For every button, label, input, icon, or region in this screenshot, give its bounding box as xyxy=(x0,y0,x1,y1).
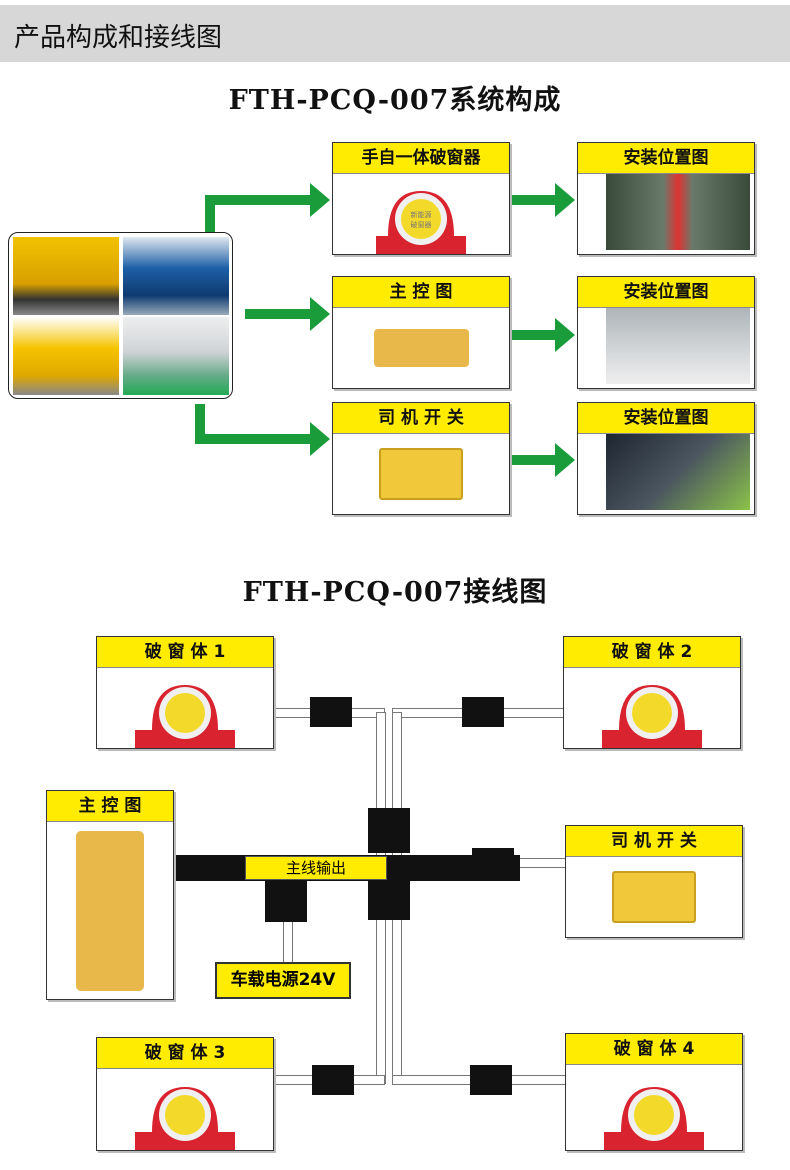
install-label: 安装位置图 xyxy=(578,277,754,308)
breaker-3: 破 窗 体 3 xyxy=(96,1037,274,1151)
breaker-component: 手自一体破窗器 新能源破窗器 xyxy=(332,142,510,255)
install-position-3: 安装位置图 xyxy=(577,402,755,515)
component-label: 司 机 开 关 xyxy=(333,403,509,434)
controller-device-icon xyxy=(373,329,469,367)
coach-image xyxy=(123,237,229,315)
breaker-device-icon xyxy=(602,685,702,748)
breaker-4: 破 窗 体 4 xyxy=(565,1033,743,1151)
system-title: FTH-PCQ-007系统构成 xyxy=(228,85,562,116)
connector xyxy=(462,697,504,727)
breaker-label: 破 窗 体 4 xyxy=(566,1034,742,1065)
vehicle-images xyxy=(8,232,233,399)
connector xyxy=(312,1065,354,1095)
breaker-device-icon xyxy=(604,1087,704,1150)
install-photo xyxy=(606,174,750,250)
power-label: 车载电源24V xyxy=(215,962,351,999)
main-output-label: 主线输出 xyxy=(245,856,387,880)
connector xyxy=(310,697,352,727)
connector xyxy=(472,848,514,880)
arrow-icon xyxy=(245,297,330,331)
arrow-icon xyxy=(205,183,330,232)
svg-text:新能源: 新能源 xyxy=(411,210,432,219)
bus-image xyxy=(13,237,119,315)
install-photo xyxy=(606,434,750,510)
component-label: 主 控 图 xyxy=(333,277,509,308)
component-label: 手自一体破窗器 xyxy=(333,143,509,174)
switch-label: 司 机 开 关 xyxy=(566,826,742,857)
wire xyxy=(283,920,293,967)
svg-text:破窗器: 破窗器 xyxy=(411,220,432,229)
controller: 主 控 图 xyxy=(46,790,174,1000)
arrow-icon xyxy=(510,443,575,477)
connector xyxy=(470,1065,512,1095)
controller-label: 主 控 图 xyxy=(47,791,173,822)
switch-device-icon xyxy=(379,448,463,500)
arrow-icon xyxy=(195,404,330,456)
install-position-1: 安装位置图 xyxy=(577,142,755,255)
breaker-device-icon xyxy=(135,685,235,748)
arrows xyxy=(195,183,575,477)
connector xyxy=(368,880,410,920)
driver-switch: 司 机 开 关 xyxy=(565,825,743,938)
breaker-device-icon xyxy=(135,1087,235,1150)
install-label: 安装位置图 xyxy=(578,403,754,434)
install-label: 安装位置图 xyxy=(578,143,754,174)
section-title: 产品构成和接线图 xyxy=(14,23,223,53)
section-header: 产品构成和接线图 xyxy=(0,5,790,62)
switch-device-icon xyxy=(612,871,696,923)
controller-device-icon xyxy=(76,830,144,991)
arrow-icon xyxy=(510,318,575,352)
arrow-icon xyxy=(510,183,575,217)
breaker-2: 破 窗 体 2 xyxy=(563,636,741,749)
wire xyxy=(515,858,567,868)
connector xyxy=(265,880,307,922)
train-image xyxy=(123,317,229,395)
install-position-2: 安装位置图 xyxy=(577,276,755,389)
breaker-label: 破 窗 体 3 xyxy=(97,1038,273,1069)
breaker-label: 破 窗 体 1 xyxy=(97,637,273,668)
connector xyxy=(368,808,410,853)
breaker-label: 破 窗 体 2 xyxy=(564,637,740,668)
breaker-1: 破 窗 体 1 xyxy=(96,636,274,749)
school-bus-image xyxy=(13,317,119,395)
install-photo xyxy=(606,308,750,384)
controller-component: 主 控 图 xyxy=(332,276,510,389)
wiring-title: FTH-PCQ-007接线图 xyxy=(242,577,548,608)
switch-component: 司 机 开 关 xyxy=(332,402,510,515)
